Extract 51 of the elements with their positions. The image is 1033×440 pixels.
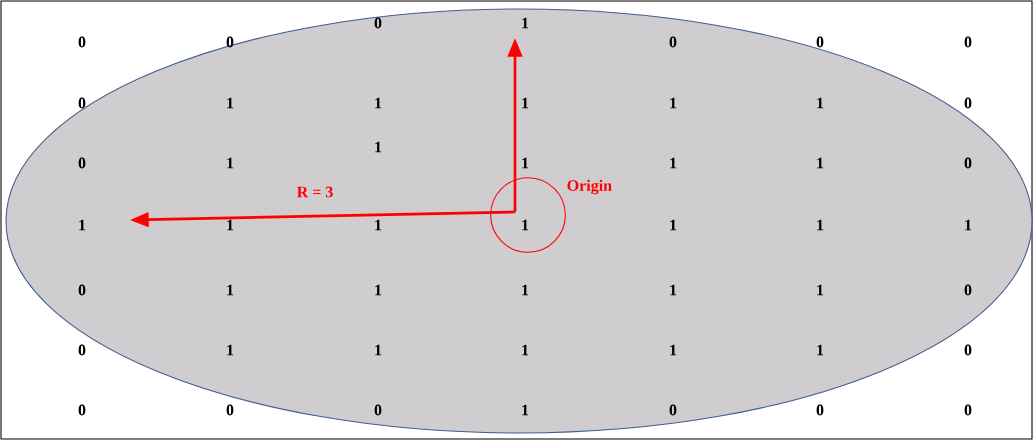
cell-value: 0 [816,404,824,416]
cell-value: 1 [79,219,86,231]
cell-value: 1 [522,284,529,296]
cell-value: 0 [78,284,86,296]
cell-value: 1 [670,219,677,231]
cell-value: 0 [78,157,86,169]
cell-value: 1 [670,97,677,109]
cell-value: 0 [78,97,86,109]
cell-value: 0 [964,97,972,109]
cell-value: 1 [522,219,529,231]
cell-value: 0 [964,404,972,416]
cell-value: 0 [78,36,86,48]
cell-value: 0 [964,344,972,356]
radius-label: R = 3 [296,186,333,198]
cell-value: 0 [226,36,234,48]
cell-value: 1 [522,97,529,109]
cell-value: 0 [964,284,972,296]
cell-value: 0 [226,404,234,416]
cell-value: 1 [670,284,677,296]
cell-value: 1 [522,17,529,29]
origin-label: Origin [567,179,612,195]
cell-value: 0 [374,17,382,29]
cell-value: 0 [374,404,382,416]
cell-value: 1 [375,141,382,153]
cell-value: 1 [375,284,382,296]
cell-value: 1 [227,344,234,356]
origin-circle [490,177,566,253]
cell-value: 0 [669,36,677,48]
cell-value: 1 [375,344,382,356]
cell-value: 1 [817,284,824,296]
cell-value: 1 [227,97,234,109]
cell-value: 1 [817,157,824,169]
cell-value: 1 [817,219,824,231]
cell-value: 1 [227,219,234,231]
cell-value: 1 [375,219,382,231]
cell-value: 0 [964,36,972,48]
cell-value: 1 [227,284,234,296]
cell-value: 0 [964,157,972,169]
cell-value: 0 [78,404,86,416]
cell-value: 1 [522,344,529,356]
cell-value: 1 [817,97,824,109]
cell-value: 1 [965,219,972,231]
cell-value: 1 [522,404,529,416]
cell-value: 1 [227,157,234,169]
cell-value: 1 [670,344,677,356]
cell-value: 0 [669,404,677,416]
cell-value: 0 [78,344,86,356]
cell-value: 0 [816,36,824,48]
cell-value: 1 [817,344,824,356]
cell-value: 1 [670,157,677,169]
cell-value: 1 [375,97,382,109]
